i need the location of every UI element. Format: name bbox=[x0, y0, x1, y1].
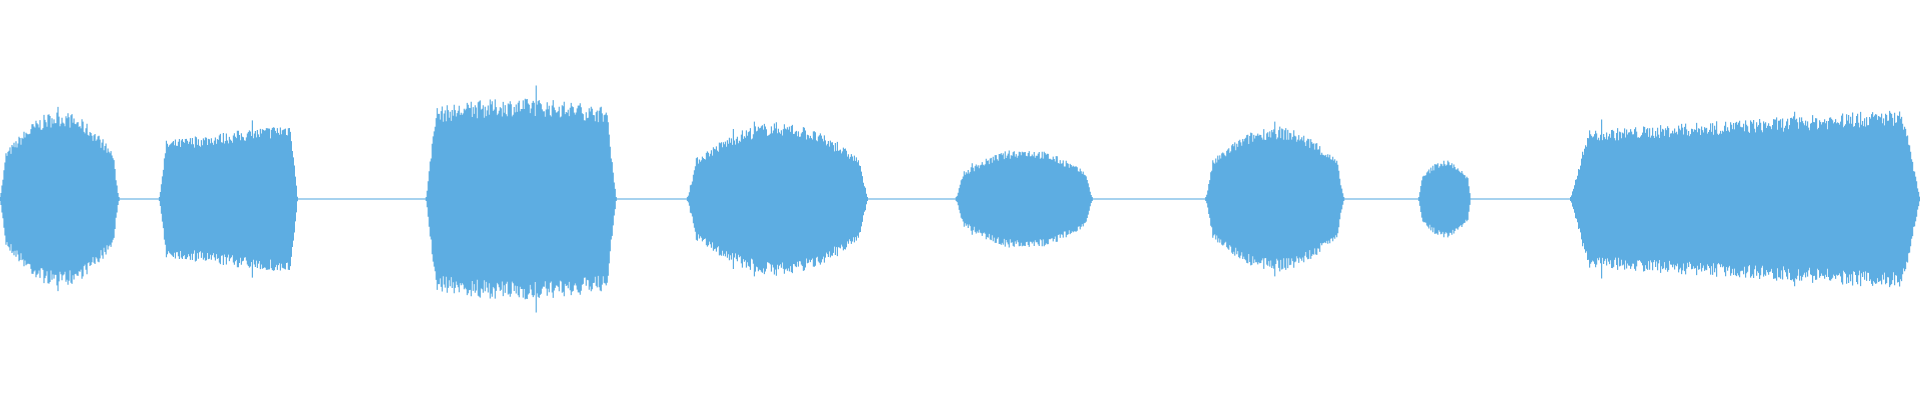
waveform-segment-path bbox=[1418, 160, 1471, 238]
waveform-segment-path bbox=[0, 106, 120, 292]
waveform-segment bbox=[686, 121, 868, 277]
waveform-segment bbox=[158, 120, 298, 278]
waveform-segment-path bbox=[1570, 110, 1920, 288]
waveform-segment-path bbox=[158, 120, 298, 278]
waveform-segment-path bbox=[686, 121, 868, 277]
waveform-segment bbox=[955, 150, 1093, 248]
waveform-segment bbox=[1570, 110, 1920, 288]
waveform-segment-path bbox=[1205, 121, 1345, 277]
waveform-segment bbox=[0, 106, 120, 292]
waveform-segment bbox=[425, 85, 617, 313]
waveform-segment bbox=[1418, 160, 1471, 238]
waveform-segment-path bbox=[425, 85, 617, 313]
waveform-segment bbox=[1205, 121, 1345, 277]
waveform-segment-path bbox=[955, 150, 1093, 248]
